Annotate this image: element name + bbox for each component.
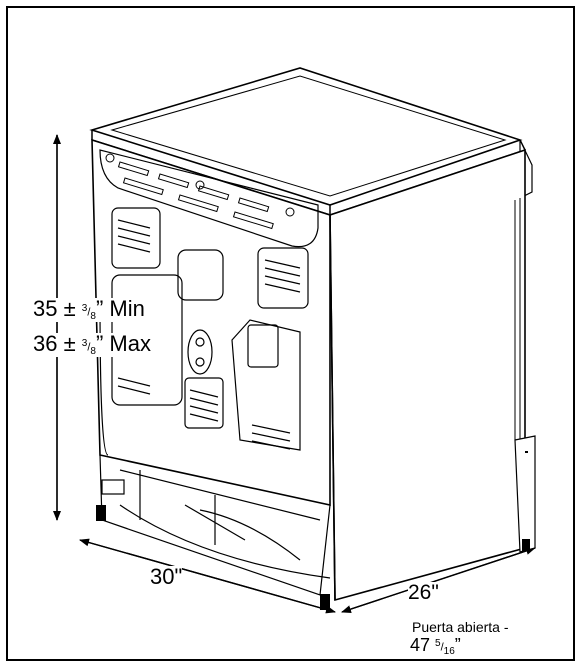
height-min-label: 35 ± 3/8” Min [33, 296, 145, 323]
door-open-label: Puerta abierta - [412, 619, 509, 635]
height-max-label: 36 ± 3/8” Max [33, 331, 151, 358]
door-open-value: 47 5/16” [410, 635, 461, 658]
side-panel [329, 148, 526, 602]
width-label: 30" [150, 564, 183, 589]
depth-label: 26" [408, 581, 439, 604]
